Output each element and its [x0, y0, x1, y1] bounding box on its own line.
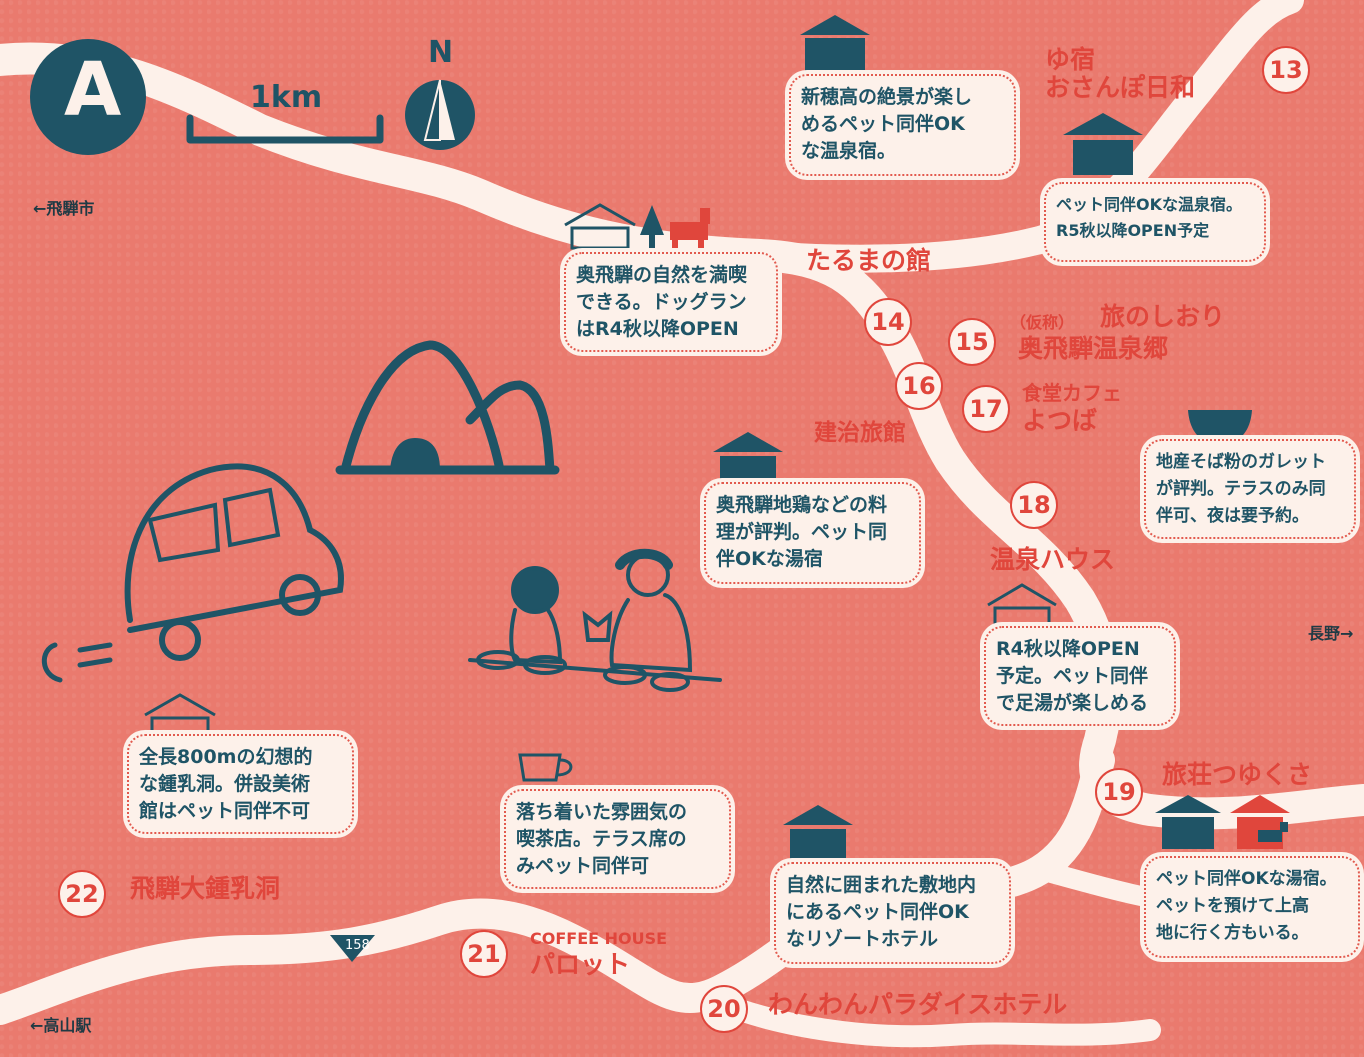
scale-bar	[186, 114, 384, 144]
spot-15-name-prefix: （仮称）	[1010, 313, 1075, 332]
spot-21-number[interactable]: 21	[460, 930, 508, 978]
spot-15-name-line2: 奥飛騨温泉郷	[1018, 334, 1169, 363]
cave-icon	[335, 340, 560, 475]
spot-13-number[interactable]: 13	[1262, 46, 1310, 94]
house-icon	[1063, 113, 1143, 175]
bubble-text: 全長800mの幻想的 な鍾乳洞。併設美術 館はペット同伴不可	[139, 746, 313, 822]
spot-16-name: 建治旅館	[814, 420, 906, 446]
bubble-text: 落ち着いた雰囲気の 喫茶店。テラス席の みペット同伴可	[516, 801, 688, 877]
spot-14-bubble: 奥飛騨の自然を満喫 できる。ドッグラン はR4秋以降OPEN	[560, 248, 782, 356]
bubble-text: ペット同伴OKな温泉宿。 R5秋以降OPEN予定	[1056, 195, 1243, 240]
spot-15-number[interactable]: 15	[948, 318, 996, 366]
spot-17-bubble: 地産そば粉のガレット が評判。テラスのみ同 伴可、夜は要予約。	[1140, 435, 1360, 543]
spot-20-bubble: 自然に囲まれた敷地内 にあるペット同伴OK なリゾートホテル	[770, 858, 1015, 968]
coffee-cup-icon	[518, 753, 573, 782]
spot-18-name: 温泉ハウス	[990, 545, 1116, 574]
north-label: N	[428, 35, 454, 70]
spot-16-number[interactable]: 16	[895, 362, 943, 410]
spot-21-name-line1: COFFEE HOUSE	[530, 929, 668, 948]
spot-20-number[interactable]: 20	[700, 985, 748, 1033]
dog-icon	[1258, 822, 1288, 842]
house-icon	[783, 805, 853, 861]
route-shield	[330, 935, 375, 962]
spot-17-number[interactable]: 17	[962, 385, 1010, 433]
spot-22-bubble: 全長800mの幻想的 な鍾乳洞。併設美術 館はペット同伴不可	[123, 730, 358, 838]
spot-21-bubble: 落ち着いた雰囲気の 喫茶店。テラス席の みペット同伴可	[500, 785, 735, 893]
house-icon	[800, 15, 870, 73]
bubble-text: 奥飛騨の自然を満喫 できる。ドッグラン はR4秋以降OPEN	[576, 264, 748, 340]
spot-13-bubble: ペット同伴OKな温泉宿。 R5秋以降OPEN予定	[1040, 178, 1270, 266]
spot-19-number[interactable]: 19	[1095, 768, 1143, 816]
tree-icon	[640, 205, 664, 250]
spot-19-bubble: ペット同伴OKな湯宿。 ペットを預けて上高 地に行く方もいる。	[1140, 852, 1364, 962]
scale-label: 1km	[250, 80, 323, 115]
spot-19-name: 旅荘つゆくさ	[1162, 760, 1313, 789]
spot-16-bubble: 奥飛騨地鶏などの料 理が評判。ペット同 伴OKな湯宿	[700, 478, 925, 588]
dog-icon	[670, 208, 710, 250]
spot-17-name-line1: 食堂カフェ	[1022, 381, 1122, 405]
north-arrow-icon	[405, 79, 475, 150]
spot-14-name: たるまの館	[806, 246, 932, 275]
bubble-text: 自然に囲まれた敷地内 にあるペット同伴OK なリゾートホテル	[786, 874, 977, 950]
spot-21-name-line2: パロット	[530, 950, 631, 979]
map-letter: A	[64, 47, 122, 133]
road-lower-right	[729, 999, 1161, 1048]
spot-13-name-line1: ゆ宿	[1045, 45, 1096, 74]
direction-hida-city: ←飛騨市	[33, 199, 95, 218]
spot-17-name-line2: よつば	[1022, 406, 1098, 435]
spot-15-name-line1: 旅のしおり	[1100, 302, 1226, 331]
bubble-text: 奥飛騨地鶏などの料 理が評判。ペット同 伴OKな湯宿	[716, 494, 888, 570]
bubble-text: R4秋以降OPEN 予定。ペット同伴 で足湯が楽しめる	[996, 638, 1149, 714]
bubble-text: 地産そば粉のガレット が評判。テラスのみ同 伴可、夜は要予約。	[1156, 452, 1326, 526]
house-icon	[1155, 795, 1221, 849]
spot-22-number[interactable]: 22	[58, 870, 106, 918]
spot-18-bubble: R4秋以降OPEN 予定。ペット同伴 で足湯が楽しめる	[980, 622, 1180, 730]
map-letter-badge	[30, 39, 146, 155]
car-icon	[41, 463, 344, 683]
bubble-text: ペット同伴OKな湯宿。 ペットを預けて上高 地に行く方もいる。	[1156, 869, 1337, 943]
direction-nagano: 長野→	[1308, 624, 1354, 643]
direction-takayama-station: ←高山駅	[30, 1016, 92, 1035]
spot-22-name: 飛騨大鍾乳洞	[130, 874, 281, 903]
spot-13-name-line2: おさんぽ日和	[1045, 73, 1196, 102]
spot-14-number[interactable]: 14	[864, 298, 912, 346]
route-number: 158	[345, 938, 370, 953]
bubble-text: 新穂高の絶景が楽し めるペット同伴OK な温泉宿。	[801, 86, 973, 162]
cafe-people-illustration	[468, 548, 722, 692]
spot-20-name: わんわんパラダイスホテル	[768, 990, 1068, 1019]
spot-bubble-shinhotaka: 新穂高の絶景が楽し めるペット同伴OK な温泉宿。	[785, 70, 1020, 180]
spot-18-number[interactable]: 18	[1010, 481, 1058, 529]
